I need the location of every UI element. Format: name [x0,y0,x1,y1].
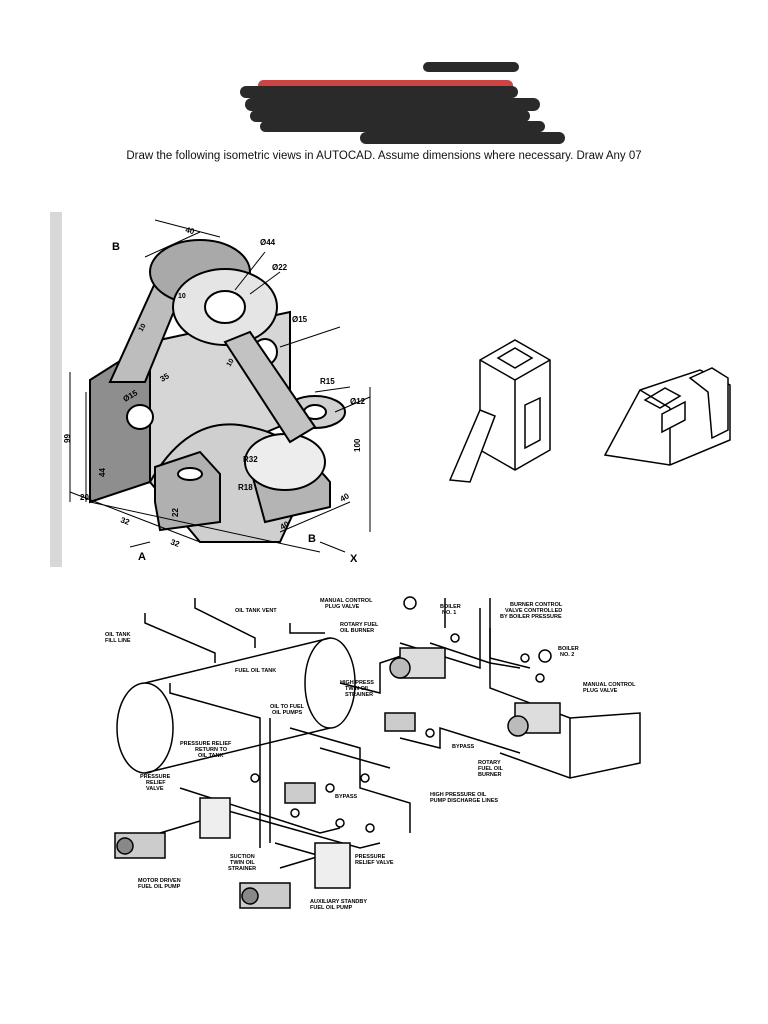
label-10a: 10 [178,293,186,300]
label-motor-1: MOTOR DRIVEN [138,878,181,884]
label-burner-control-1: BURNER CONTROL [510,602,563,608]
label-oil-to-fuel-2: OIL PUMPS [272,710,302,716]
label-relief-valve-2: RELIEF VALVE [355,860,394,866]
label-oil-tank-fill-2: FILL LINE [105,638,131,644]
label-boiler1-2: NO. 1 [442,610,456,616]
label-100: 100 [353,438,362,452]
label-rotary-1: ROTARY FUEL [340,622,379,628]
bracket-drawing: B 40 Ø44 Ø22 10 10 Ø15 10 Ø15 35 R15 Ø12… [50,212,371,567]
isometric-blocks-drawing [448,339,731,483]
label-10b: 10 [138,323,148,333]
label-pressure-relief-3: VALVE [146,786,164,792]
label-pressure-return-3: OIL TANK [198,753,223,759]
label-manual-control-r1: MANUAL CONTROL [583,682,636,688]
label-A: A [138,551,146,563]
label-motor-2: FUEL OIL PUMP [138,884,181,890]
label-dia22: Ø22 [272,263,288,272]
label-high-press-3: STRAINER [345,692,373,698]
label-aux-1: AUXILIARY STANDBY [310,899,367,905]
instruction-text: Draw the following isometric views in AU… [126,150,642,162]
label-high-press-1: HIGH PRESS [340,680,374,686]
label-dia15a: Ø15 [292,315,308,324]
label-suction-2: TWIN OIL [230,860,255,866]
label-high-discharge-2: PUMP DISCHARGE LINES [430,798,498,804]
label-22: 22 [171,508,180,517]
label-bypass-2: BYPASS [335,794,358,800]
fuel-oil-piping-diagram: OIL TANK VENT MANUAL CONTROL PLUG VALVE … [105,596,641,911]
label-pressure-relief-1: PRESSURE [140,774,171,780]
label-32b: 32 [169,537,181,549]
label-dia12: Ø12 [350,397,366,406]
label-high-discharge-1: HIGH PRESSURE OIL [430,792,487,798]
label-burner-control-2: VALVE CONTROLLED [505,608,562,614]
label-rotary-fuel-2: FUEL OIL [478,766,504,772]
label-B-top: B [112,241,120,253]
label-R32: R32 [243,455,258,464]
label-dia44: Ø44 [260,238,276,247]
label-B-bottom: B [308,533,316,545]
label-20: 20 [80,493,89,502]
label-oil-tank-vent: OIL TANK VENT [235,608,277,614]
label-X: X [350,553,358,565]
label-suction-3: STRAINER [228,866,256,872]
label-boiler2-2: NO. 2 [560,652,574,658]
label-manual-control-r2: PLUG VALVE [583,688,618,694]
label-66: 66 [62,434,71,443]
label-relief-valve-1: PRESSURE [355,854,386,860]
label-40-top: 40 [184,225,195,236]
label-suction-1: SUCTION [230,854,255,860]
label-aux-2: FUEL OIL PUMP [310,905,353,911]
label-boiler1-1: BOILER [440,604,461,610]
label-rotary-fuel-3: BURNER [478,772,502,778]
label-rotary-2: OIL BURNER [340,628,374,634]
label-oil-to-fuel-1: OIL TO FUEL [270,704,305,710]
label-bypass-1: BYPASS [452,744,475,750]
label-rotary-fuel-1: ROTARY [478,760,501,766]
label-R15: R15 [320,377,335,386]
label-pressure-return-2: RETURN TO [195,747,228,753]
label-burner-control-3: BY BOILER PRESSURE [500,614,562,620]
label-oil-tank-fill-1: OIL TANK [105,632,130,638]
label-32a: 32 [119,515,131,527]
label-R18: R18 [238,483,253,492]
label-44: 44 [98,468,107,477]
label-manual-control-1: MANUAL CONTROL [320,598,373,604]
label-boiler2-1: BOILER [558,646,579,652]
label-pressure-relief-2: RELIEF [146,780,166,786]
label-10c: 10 [226,358,236,368]
label-fuel-oil-tank: FUEL OIL TANK [235,668,276,674]
label-high-press-2: TWIN OIL [345,686,370,692]
label-pressure-return-1: PRESSURE RELIEF [180,741,232,747]
label-manual-control-2: PLUG VALVE [325,604,360,610]
